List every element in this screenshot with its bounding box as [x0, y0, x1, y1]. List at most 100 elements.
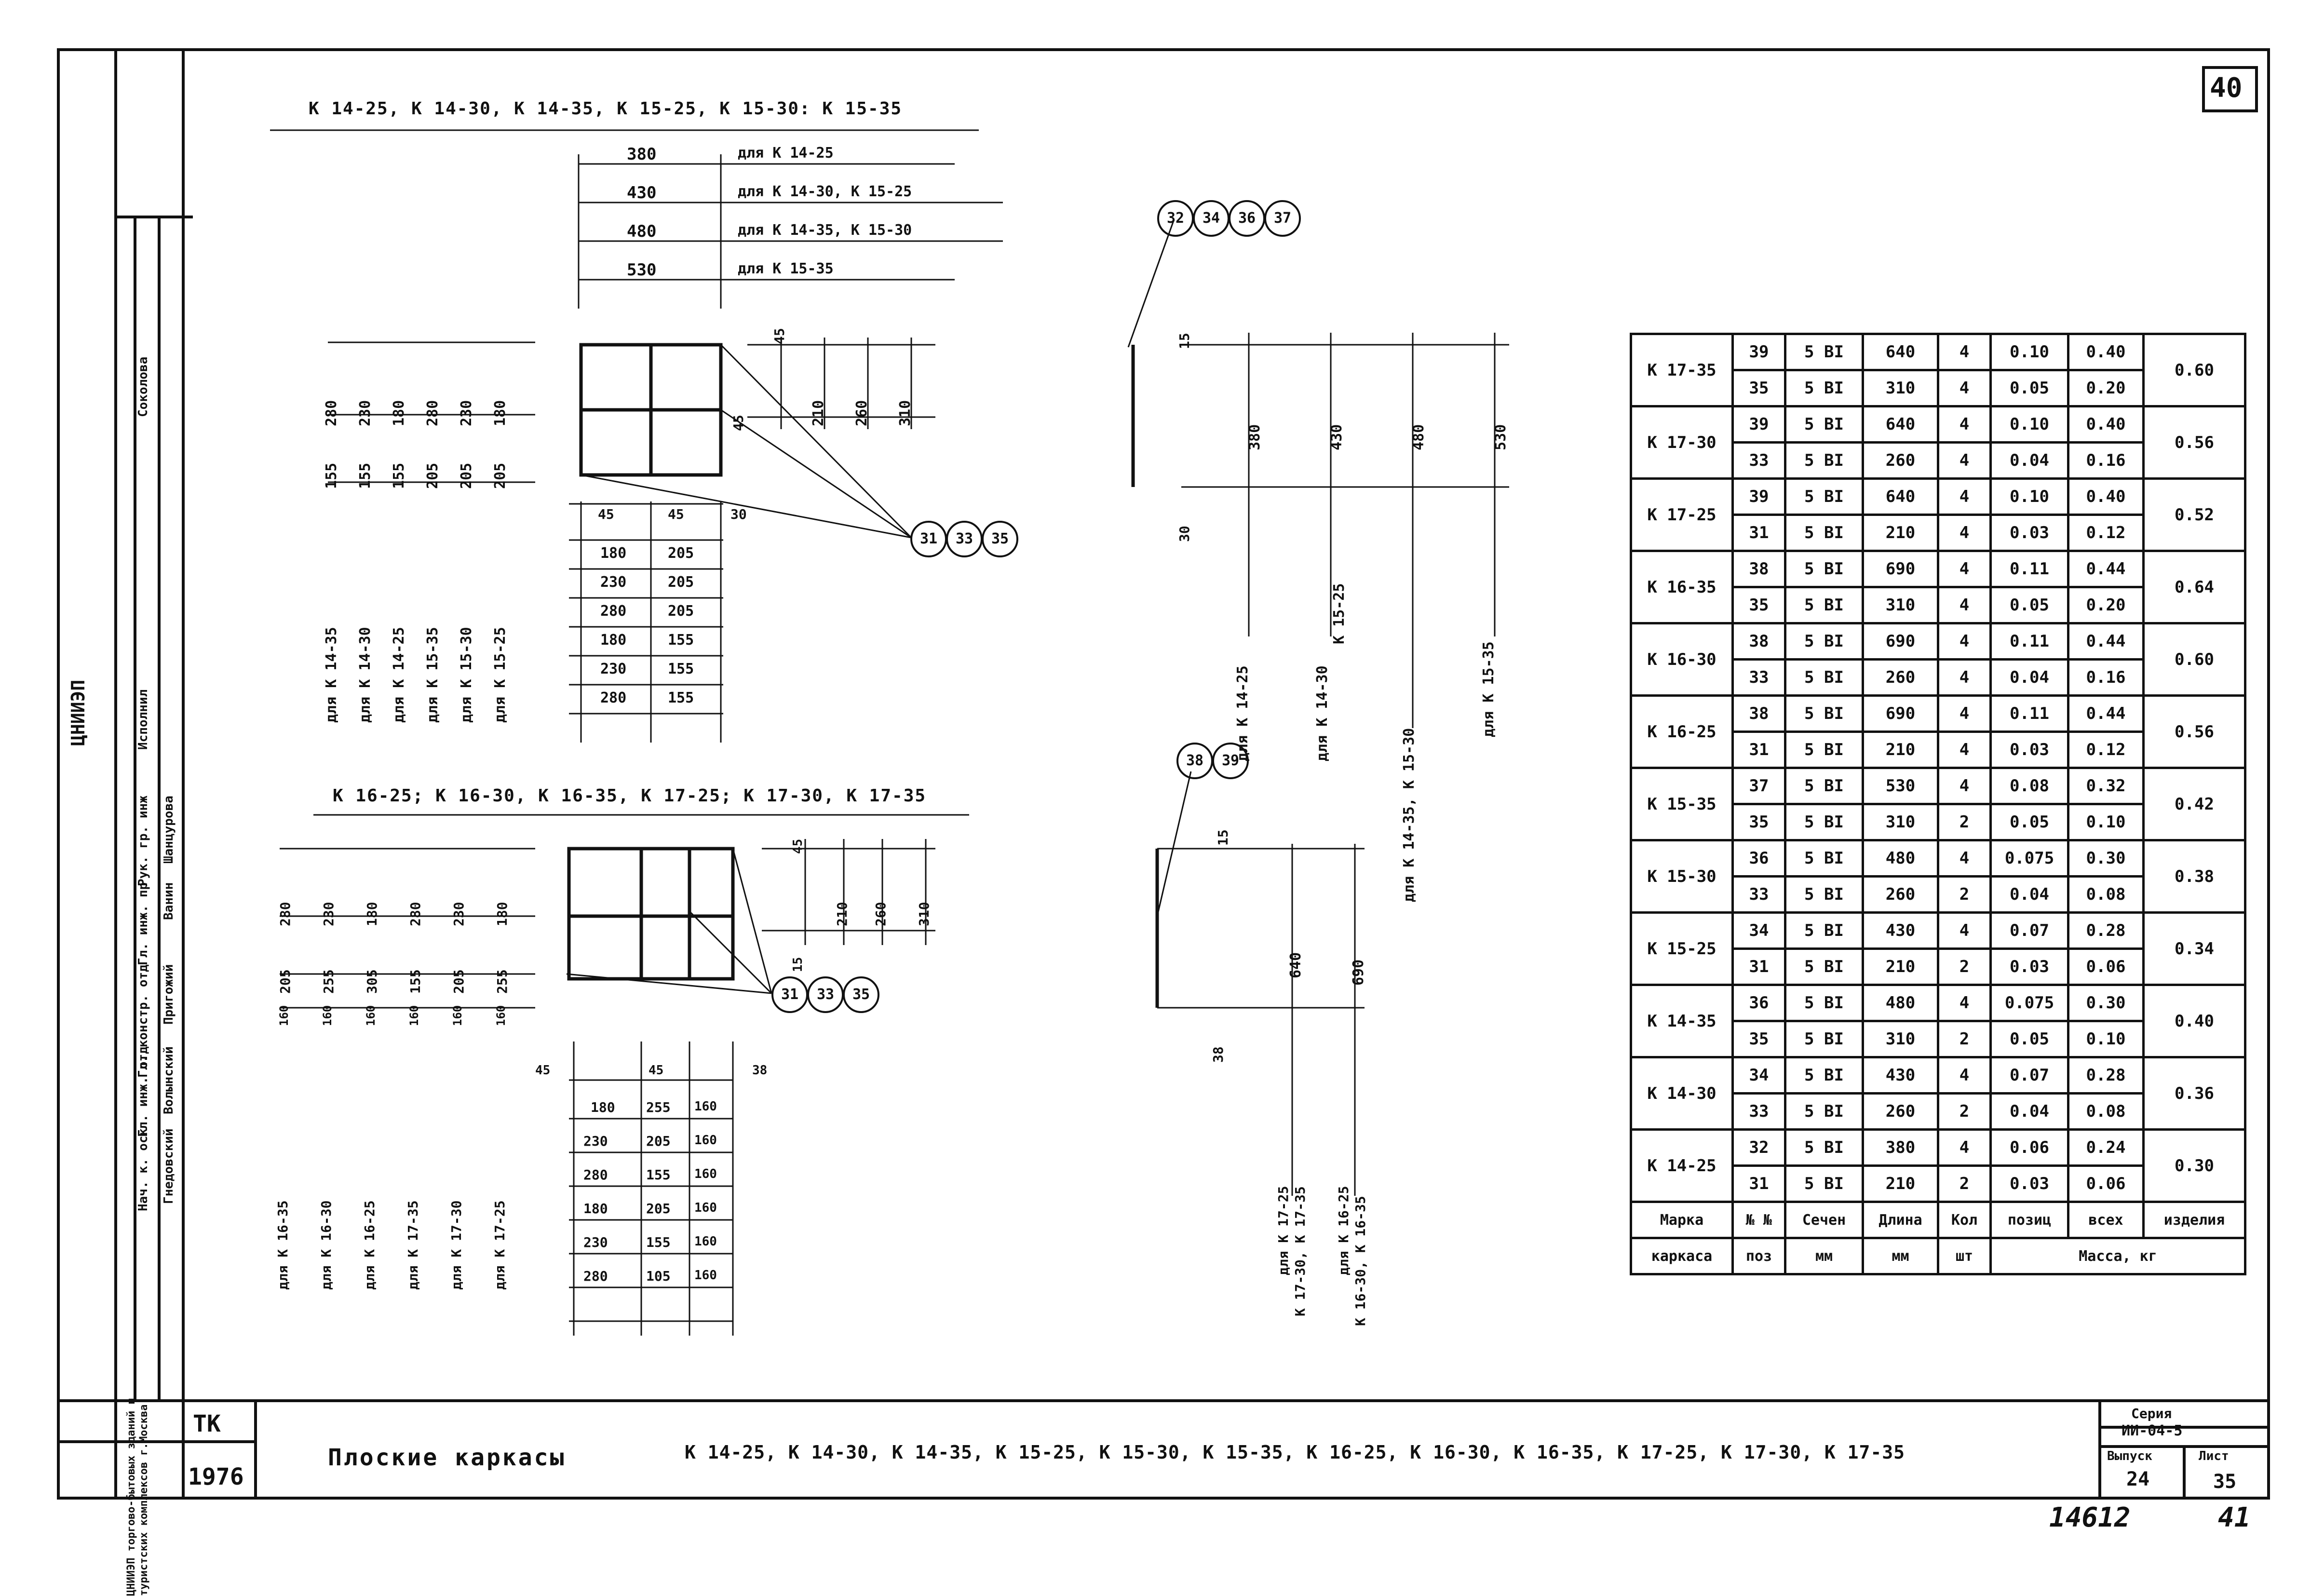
position-marker: 37 — [1264, 200, 1301, 237]
side-dim: 45 — [771, 328, 787, 344]
mass-position: 0.075 — [1989, 984, 2069, 1022]
section: 5 ВI — [1784, 730, 1864, 769]
mass-all: 0.40 — [2067, 333, 2145, 371]
section: 5 ВI — [1784, 984, 1864, 1022]
dim-top: 230 — [458, 400, 475, 426]
quantity: 4 — [1937, 514, 1992, 552]
mass-position: 0.03 — [1989, 1164, 2069, 1203]
mass-position: 0.11 — [1989, 622, 2069, 661]
mass-all: 0.10 — [2067, 803, 2145, 841]
mass-all: 0.28 — [2067, 911, 2145, 950]
quantity: 4 — [1937, 694, 1992, 733]
dim-top: 180 — [391, 400, 407, 426]
mass-all: 0.20 — [2067, 369, 2145, 407]
position-no: 37 — [1731, 767, 1786, 805]
right-dim: 30 — [1176, 526, 1192, 542]
bottom-cell: 160 — [694, 1268, 717, 1283]
dim-small: 160 — [407, 1005, 421, 1026]
mass-position: 0.075 — [1989, 839, 2069, 878]
length: 690 — [1862, 622, 1939, 661]
header-mark: каркаса — [1630, 1237, 1734, 1275]
mass-all: 0.44 — [2067, 622, 2145, 661]
staff-name: Ванин — [162, 882, 176, 920]
bottom-cell: 205 — [646, 1133, 671, 1149]
position-no: 34 — [1731, 1056, 1786, 1095]
position-marker: 32 — [1157, 200, 1194, 237]
section: 5 ВI — [1784, 477, 1864, 516]
header-qty: Кол — [1937, 1201, 1992, 1239]
position-no: 33 — [1731, 1092, 1786, 1131]
section: 5 ВI — [1784, 1056, 1864, 1095]
position-marker: 35 — [843, 976, 879, 1013]
right-length: 430 — [1328, 424, 1345, 450]
side-dim: 210 — [810, 400, 827, 426]
dim-top: 230 — [357, 400, 374, 426]
dim-label: для К 14-25 — [391, 627, 407, 723]
quantity: 4 — [1937, 1128, 1992, 1167]
section: 5 ВI — [1784, 694, 1864, 733]
dim-top: 230 — [451, 902, 467, 926]
drawing-title: Плоские каркасы — [328, 1444, 566, 1471]
length-label: для К 14-30, К 15-25 — [738, 183, 912, 200]
quantity: 4 — [1937, 441, 1992, 480]
quantity: 4 — [1937, 586, 1992, 624]
dim-mid: 155 — [323, 462, 340, 489]
quantity: 4 — [1937, 658, 1992, 697]
position-no: 35 — [1731, 803, 1786, 841]
quantity: 4 — [1937, 984, 1992, 1022]
quantity: 2 — [1937, 947, 1992, 986]
mass-all: 0.08 — [2067, 1092, 2145, 1131]
section: 5 ВI — [1784, 1164, 1864, 1203]
length: 530 — [1862, 767, 1939, 805]
frame-mark: К 14-30 — [1630, 1056, 1734, 1131]
right-label: К 15-25 — [1331, 583, 1348, 644]
dim-top: 280 — [407, 902, 423, 926]
right-label: для К 15-35 — [1480, 641, 1497, 737]
dim-mid: 205 — [277, 969, 293, 994]
length: 260 — [1862, 875, 1939, 914]
length-value: 380 — [627, 145, 657, 164]
mass-position: 0.07 — [1989, 1056, 2069, 1095]
position-marker: 35 — [982, 521, 1018, 557]
length: 640 — [1862, 477, 1939, 516]
header-section: мм — [1784, 1237, 1864, 1275]
position-no: 39 — [1731, 477, 1786, 516]
right-length: 640 — [1287, 952, 1304, 978]
series-label: Серия — [2131, 1406, 2172, 1421]
mass-position: 0.04 — [1989, 875, 2069, 914]
dim-label: для К 16-35 — [275, 1200, 291, 1290]
section: 5 ВI — [1784, 1020, 1864, 1058]
mass-all: 0.40 — [2067, 405, 2145, 444]
mass-position: 0.10 — [1989, 477, 2069, 516]
dim-mid: 205 — [451, 969, 467, 994]
bottom-cell: 205 — [668, 545, 694, 562]
dim-top: 280 — [323, 400, 340, 426]
side-dim: 210 — [834, 902, 850, 926]
frame-mark: К 16-30 — [1630, 622, 1734, 697]
mass-all: 0.24 — [2067, 1128, 2145, 1167]
dim-top: 280 — [424, 400, 441, 426]
position-no: 39 — [1731, 405, 1786, 444]
length: 430 — [1862, 1056, 1939, 1095]
header-mass-all: всех — [2067, 1201, 2145, 1239]
bottom-cell: 230 — [600, 661, 627, 677]
mass-all: 0.40 — [2067, 477, 2145, 516]
bottom-cell: 280 — [583, 1268, 608, 1284]
quantity: 4 — [1937, 622, 1992, 661]
position-no: 35 — [1731, 586, 1786, 624]
section: 5 ВI — [1784, 875, 1864, 914]
right-label: для К 16-25 — [1336, 1186, 1351, 1275]
org-logo: ЦНИИЭП — [68, 679, 89, 746]
mass-item: 0.52 — [2142, 477, 2246, 552]
mass-all: 0.10 — [2067, 1020, 2145, 1058]
right-dim: 15 — [1215, 829, 1231, 846]
